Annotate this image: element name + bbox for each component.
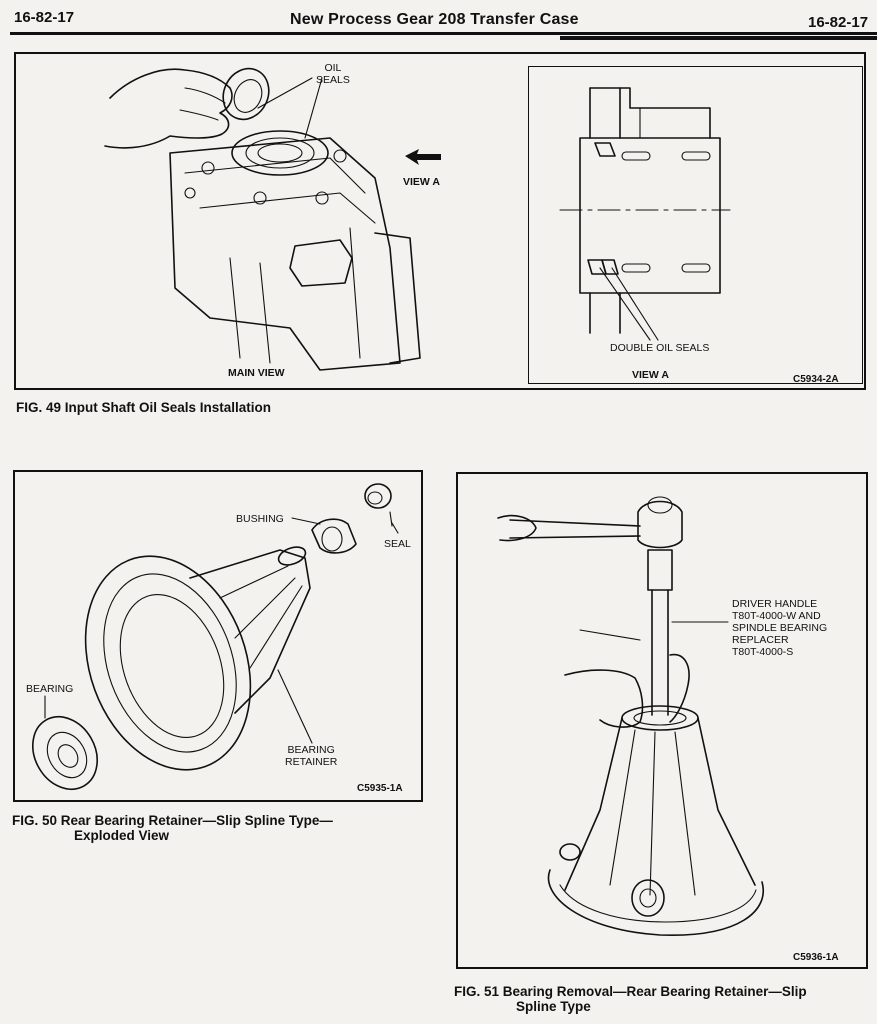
header-rule-thick — [560, 36, 877, 40]
bearing-retainer-label-line1: BEARING — [287, 744, 335, 756]
bearing-retainer-label: BEARING RETAINER — [285, 744, 337, 768]
oil-seals-label-line2: SEALS — [316, 74, 350, 86]
driver-handle-line5: T80T-4000-S — [732, 646, 794, 658]
driver-handle-line2: T80T-4000-W AND — [732, 610, 821, 622]
oil-seals-label: OIL SEALS — [316, 62, 350, 86]
fig49-main-view-drawing — [104, 67, 421, 371]
fig50-caption-line2: Exploded View — [74, 828, 170, 843]
fig51-drawing — [497, 496, 764, 936]
fig49-view-a-frame — [528, 66, 863, 384]
fig49-code: C5934-2A — [793, 374, 839, 385]
fig49-caption: FIG. 49 Input Shaft Oil Seals Installati… — [16, 400, 272, 415]
driver-handle-label: DRIVER HANDLE T80T-4000-W AND SPINDLE BE… — [732, 598, 827, 658]
driver-handle-line3: SPINDLE BEARING — [732, 622, 828, 634]
fig50-frame — [13, 470, 423, 802]
driver-handle-line1: DRIVER HANDLE — [732, 598, 818, 610]
fig51-caption: FIG. 51 Bearing Removal—Rear Bearing Ret… — [454, 984, 807, 1014]
view-a-arrow-label: VIEW A — [403, 176, 440, 188]
view-a-label: VIEW A — [632, 369, 669, 381]
fig50-caption: FIG. 50 Rear Bearing Retainer—Slip Splin… — [12, 813, 333, 843]
seal-label: SEAL — [384, 538, 411, 550]
view-a-arrow-icon — [405, 149, 441, 165]
bushing-label: BUSHING — [236, 513, 284, 525]
fig50-caption-line1: FIG. 50 Rear Bearing Retainer—Slip Splin… — [12, 813, 333, 828]
bearing-label: BEARING — [26, 683, 74, 695]
fig49-frame — [14, 52, 866, 390]
bearing-retainer-label-line2: RETAINER — [285, 756, 338, 768]
header-rule — [10, 32, 877, 35]
page-title: New Process Gear 208 Transfer Case — [290, 11, 579, 28]
driver-handle-line4: REPLACER — [732, 634, 789, 646]
page-number-right: 16-82-17 — [808, 14, 869, 31]
fig51-caption-line2: Spline Type — [516, 999, 591, 1014]
fig50-drawing — [32, 483, 399, 790]
page-number-left: 16-82-17 — [14, 9, 75, 26]
fig50-code: C5935-1A — [357, 783, 403, 794]
main-view-label: MAIN VIEW — [228, 367, 285, 379]
oil-seals-label-line1: OIL — [324, 62, 342, 74]
fig51-caption-line1: FIG. 51 Bearing Removal—Rear Bearing Ret… — [454, 984, 807, 999]
fig51-frame — [456, 472, 868, 969]
double-oil-seals-label: DOUBLE OIL SEALS — [610, 342, 710, 354]
fig51-code: C5936-1A — [793, 952, 839, 963]
fig49-view-a-drawing — [559, 87, 731, 341]
